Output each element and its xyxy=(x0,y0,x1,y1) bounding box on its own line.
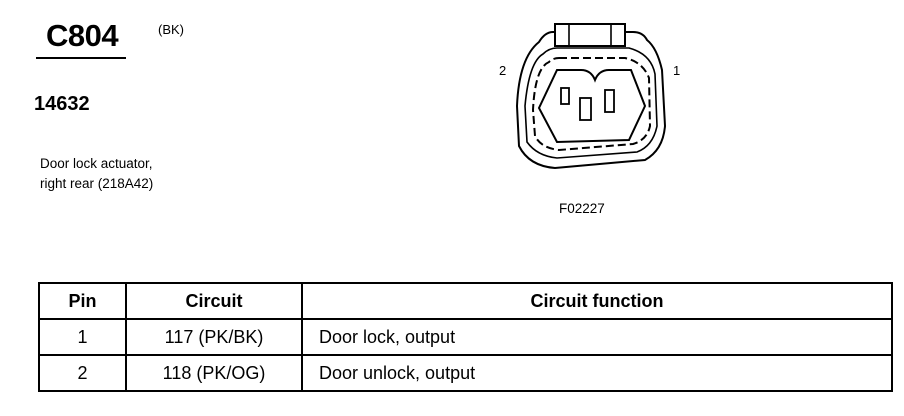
part-number: 14632 xyxy=(34,93,90,115)
connector-color: (BK) xyxy=(158,22,184,37)
table-row: 2 118 (PK/OG) Door unlock, output xyxy=(38,354,893,392)
description-line-1: Door lock actuator, xyxy=(40,156,153,171)
header-pin: Pin xyxy=(38,282,127,320)
connector-outer-shell xyxy=(515,31,667,170)
seal-dashed-outline xyxy=(531,57,652,152)
center-terminal xyxy=(579,97,592,121)
pin-label-2: 2 xyxy=(499,63,506,78)
pin-2-terminal xyxy=(560,87,570,105)
pin-cell: 1 xyxy=(38,318,127,356)
function-cell: Door lock, output xyxy=(301,318,893,356)
function-cell: Door unlock, output xyxy=(301,354,893,392)
connector-underline xyxy=(36,57,126,59)
header-circuit: Circuit xyxy=(125,282,303,320)
cavity-outline xyxy=(537,69,647,144)
figure-code: F02227 xyxy=(559,201,605,216)
description: Door lock actuator, right rear (218A42) xyxy=(40,154,153,194)
table-header-row: Pin Circuit Circuit function xyxy=(38,282,893,320)
circuit-cell: 117 (PK/BK) xyxy=(125,318,303,356)
description-line-2: right rear (218A42) xyxy=(40,176,154,191)
connector-id: C804 xyxy=(46,18,119,53)
locking-tab xyxy=(554,23,626,47)
header-circuit-function: Circuit function xyxy=(301,282,893,320)
circuit-cell: 118 (PK/OG) xyxy=(125,354,303,392)
pin-cell: 2 xyxy=(38,354,127,392)
table-row: 1 117 (PK/BK) Door lock, output xyxy=(38,318,893,356)
pin-1-terminal xyxy=(604,89,615,113)
connector-inner-shell xyxy=(524,47,658,159)
pin-label-1: 1 xyxy=(673,63,680,78)
pinout-table: Pin Circuit Circuit function 1 117 (PK/B… xyxy=(38,282,893,392)
connector-face-diagram: 2 1 xyxy=(499,23,680,170)
